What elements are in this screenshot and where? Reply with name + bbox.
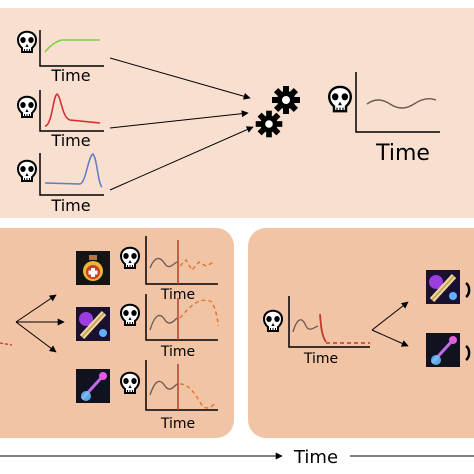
intervention-plot-d: Time (263, 296, 370, 367)
trajectory-curve (366, 97, 437, 109)
small-plot-blue: Time (17, 153, 104, 215)
curve-blue (44, 153, 103, 188)
small-plot-red: Time (17, 90, 104, 150)
bottom-right-panel (248, 228, 474, 438)
axes (39, 30, 104, 67)
scroll-icon (426, 270, 460, 304)
axes (39, 153, 104, 196)
time-label: Time (50, 196, 90, 215)
axes (145, 360, 218, 411)
time-axis-label: Time (293, 447, 338, 468)
arrow (371, 301, 409, 331)
axes (145, 236, 218, 285)
trajectory-curve (149, 257, 178, 269)
intervention-plot-a: Time (120, 236, 218, 303)
time-label: Time (50, 131, 90, 150)
intervention-plot-c: Time (120, 360, 218, 432)
curve-red (44, 93, 101, 127)
forecast-dashed (179, 299, 219, 327)
arrow (109, 57, 251, 100)
time-label: Time (375, 141, 430, 166)
time-label: Time (50, 66, 90, 85)
axes (355, 72, 440, 133)
arrow (109, 126, 254, 191)
top-panel (0, 8, 474, 218)
skull-icon (465, 344, 471, 362)
arrow (15, 294, 57, 323)
skull-icon (465, 281, 471, 299)
forecast-dashed (179, 258, 215, 272)
curve-green (44, 39, 100, 53)
intervention-line (319, 313, 327, 343)
axes (288, 296, 370, 348)
time-label: Time (160, 344, 195, 360)
time-label: Time (160, 416, 195, 432)
axes (39, 90, 104, 132)
time-label: Time (303, 351, 338, 367)
staff-icon (424, 331, 462, 369)
intervention-plot-b: Time (120, 294, 219, 360)
arrow (15, 321, 57, 353)
trajectory-curve (149, 380, 178, 396)
arrow (109, 110, 249, 129)
axes (145, 294, 218, 341)
trajectory-curve (292, 319, 319, 333)
potion-icon (76, 251, 110, 285)
staff-icon (74, 367, 112, 405)
bottom-left-panel (0, 228, 234, 438)
trajectory-curve (149, 314, 178, 331)
forecast-stub (0, 342, 13, 346)
big-plot: Time (327, 72, 440, 166)
small-plot-green: Time (17, 30, 104, 85)
scroll-icon (76, 307, 110, 341)
time-label: Time (160, 287, 195, 303)
arrow (371, 329, 409, 347)
